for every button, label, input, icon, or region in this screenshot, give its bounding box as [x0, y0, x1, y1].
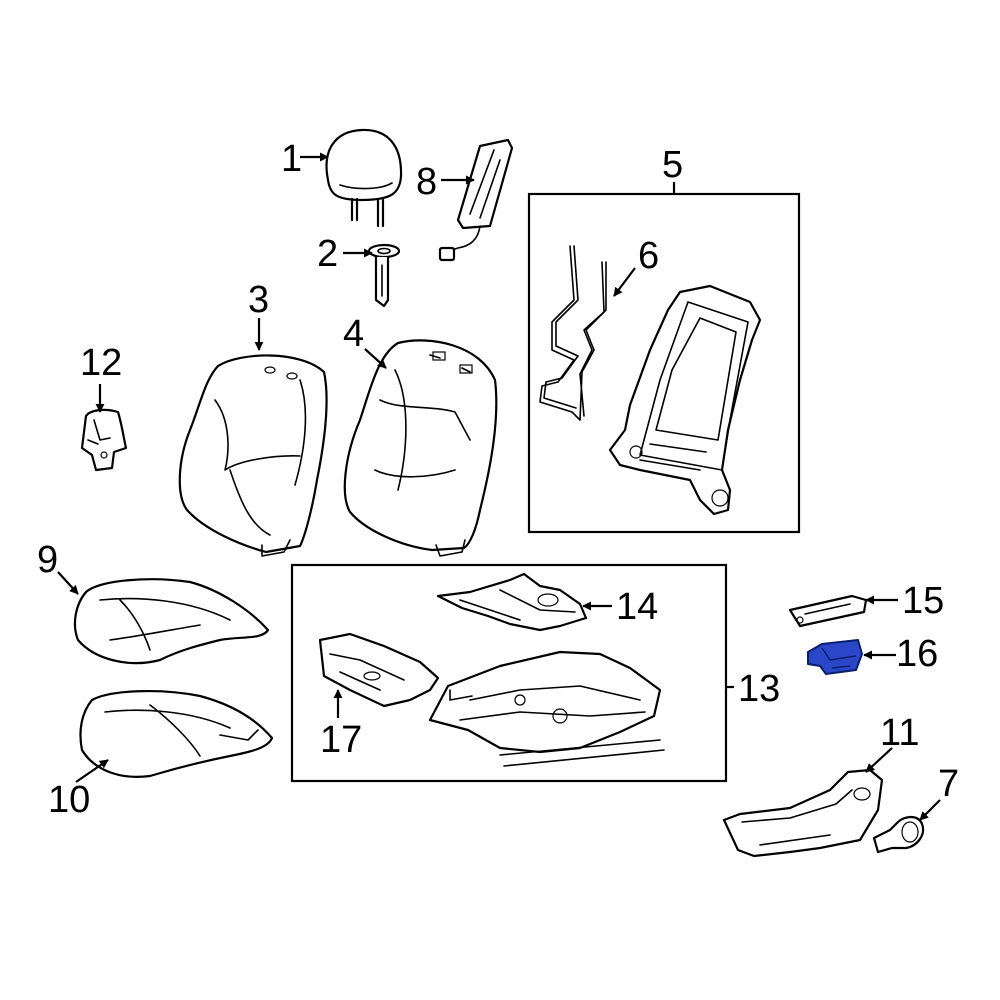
seat-cushion-cover-part[interactable]: [73, 578, 270, 665]
callout-1: 1: [281, 138, 302, 180]
bracket-part[interactable]: [80, 408, 128, 472]
callout-2: 2: [317, 233, 338, 275]
callout-4: 4: [343, 313, 364, 355]
highlighted-part-16[interactable]: [807, 639, 863, 675]
seatback-frame-group-box: [527, 192, 801, 534]
seatback-cover-part[interactable]: [178, 354, 328, 557]
seat-cushion-frame-part[interactable]: [318, 632, 440, 708]
callout-9: 9: [37, 539, 58, 581]
seatback-pad-part[interactable]: [343, 339, 498, 557]
callout-12: 12: [80, 342, 122, 384]
callout-10: 10: [48, 779, 90, 821]
adjuster-knob-part[interactable]: [872, 815, 925, 854]
headrest-guide-part[interactable]: [367, 243, 401, 308]
callout-5: 5: [662, 144, 683, 186]
callout-8: 8: [416, 161, 437, 203]
seat-adjuster-frame-part[interactable]: [428, 650, 665, 767]
side-airbag-part[interactable]: [438, 138, 514, 262]
seatback-frame-part[interactable]: [608, 284, 762, 516]
callout-15: 15: [902, 580, 944, 622]
callout-14: 14: [616, 586, 658, 628]
callout-7: 7: [938, 763, 959, 805]
seat-frame-group-box: [290, 563, 728, 783]
seat-pan-part[interactable]: [436, 572, 588, 632]
leader-lines: [57, 152, 941, 821]
trim-cover-part[interactable]: [788, 594, 868, 628]
side-shield-part[interactable]: [722, 768, 884, 858]
callout-11: 11: [880, 712, 919, 754]
callout-6: 6: [638, 235, 659, 277]
callout-16: 16: [896, 633, 938, 675]
headrest-part[interactable]: [325, 128, 403, 228]
callout-17: 17: [320, 719, 362, 761]
callout-3: 3: [248, 279, 269, 321]
lumbar-support-part[interactable]: [539, 245, 607, 421]
callout-13: 13: [738, 668, 780, 710]
seat-cushion-pad-part[interactable]: [79, 690, 274, 778]
